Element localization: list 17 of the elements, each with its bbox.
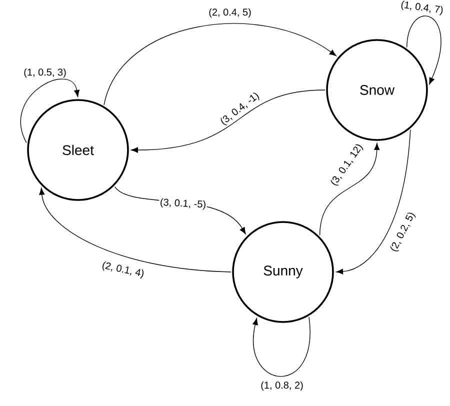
arrow xyxy=(319,143,380,236)
edge-label: (1, 0.4, 7) xyxy=(399,0,445,17)
edge-label: (3, 0.1, 12) xyxy=(328,141,366,189)
edge-label: (1, 0.8, 2) xyxy=(260,380,304,392)
arrow xyxy=(252,316,310,377)
arrow xyxy=(20,78,80,144)
edge-label: (2, 0.2, 5) xyxy=(388,209,418,255)
edge-label: (2, 0.4, 5) xyxy=(208,7,252,19)
arrow xyxy=(39,188,232,272)
arrow xyxy=(131,90,326,153)
arrow xyxy=(104,23,336,106)
edge-label: (2, 0.1, 4) xyxy=(100,260,146,280)
edge-label: (3, 0.4, -1) xyxy=(218,90,262,128)
arrow xyxy=(336,129,411,274)
edge-label: (1, 0.5, 3) xyxy=(22,67,68,79)
edge-label: (3, 0.1, -5) xyxy=(158,197,208,211)
arrow xyxy=(406,16,442,85)
